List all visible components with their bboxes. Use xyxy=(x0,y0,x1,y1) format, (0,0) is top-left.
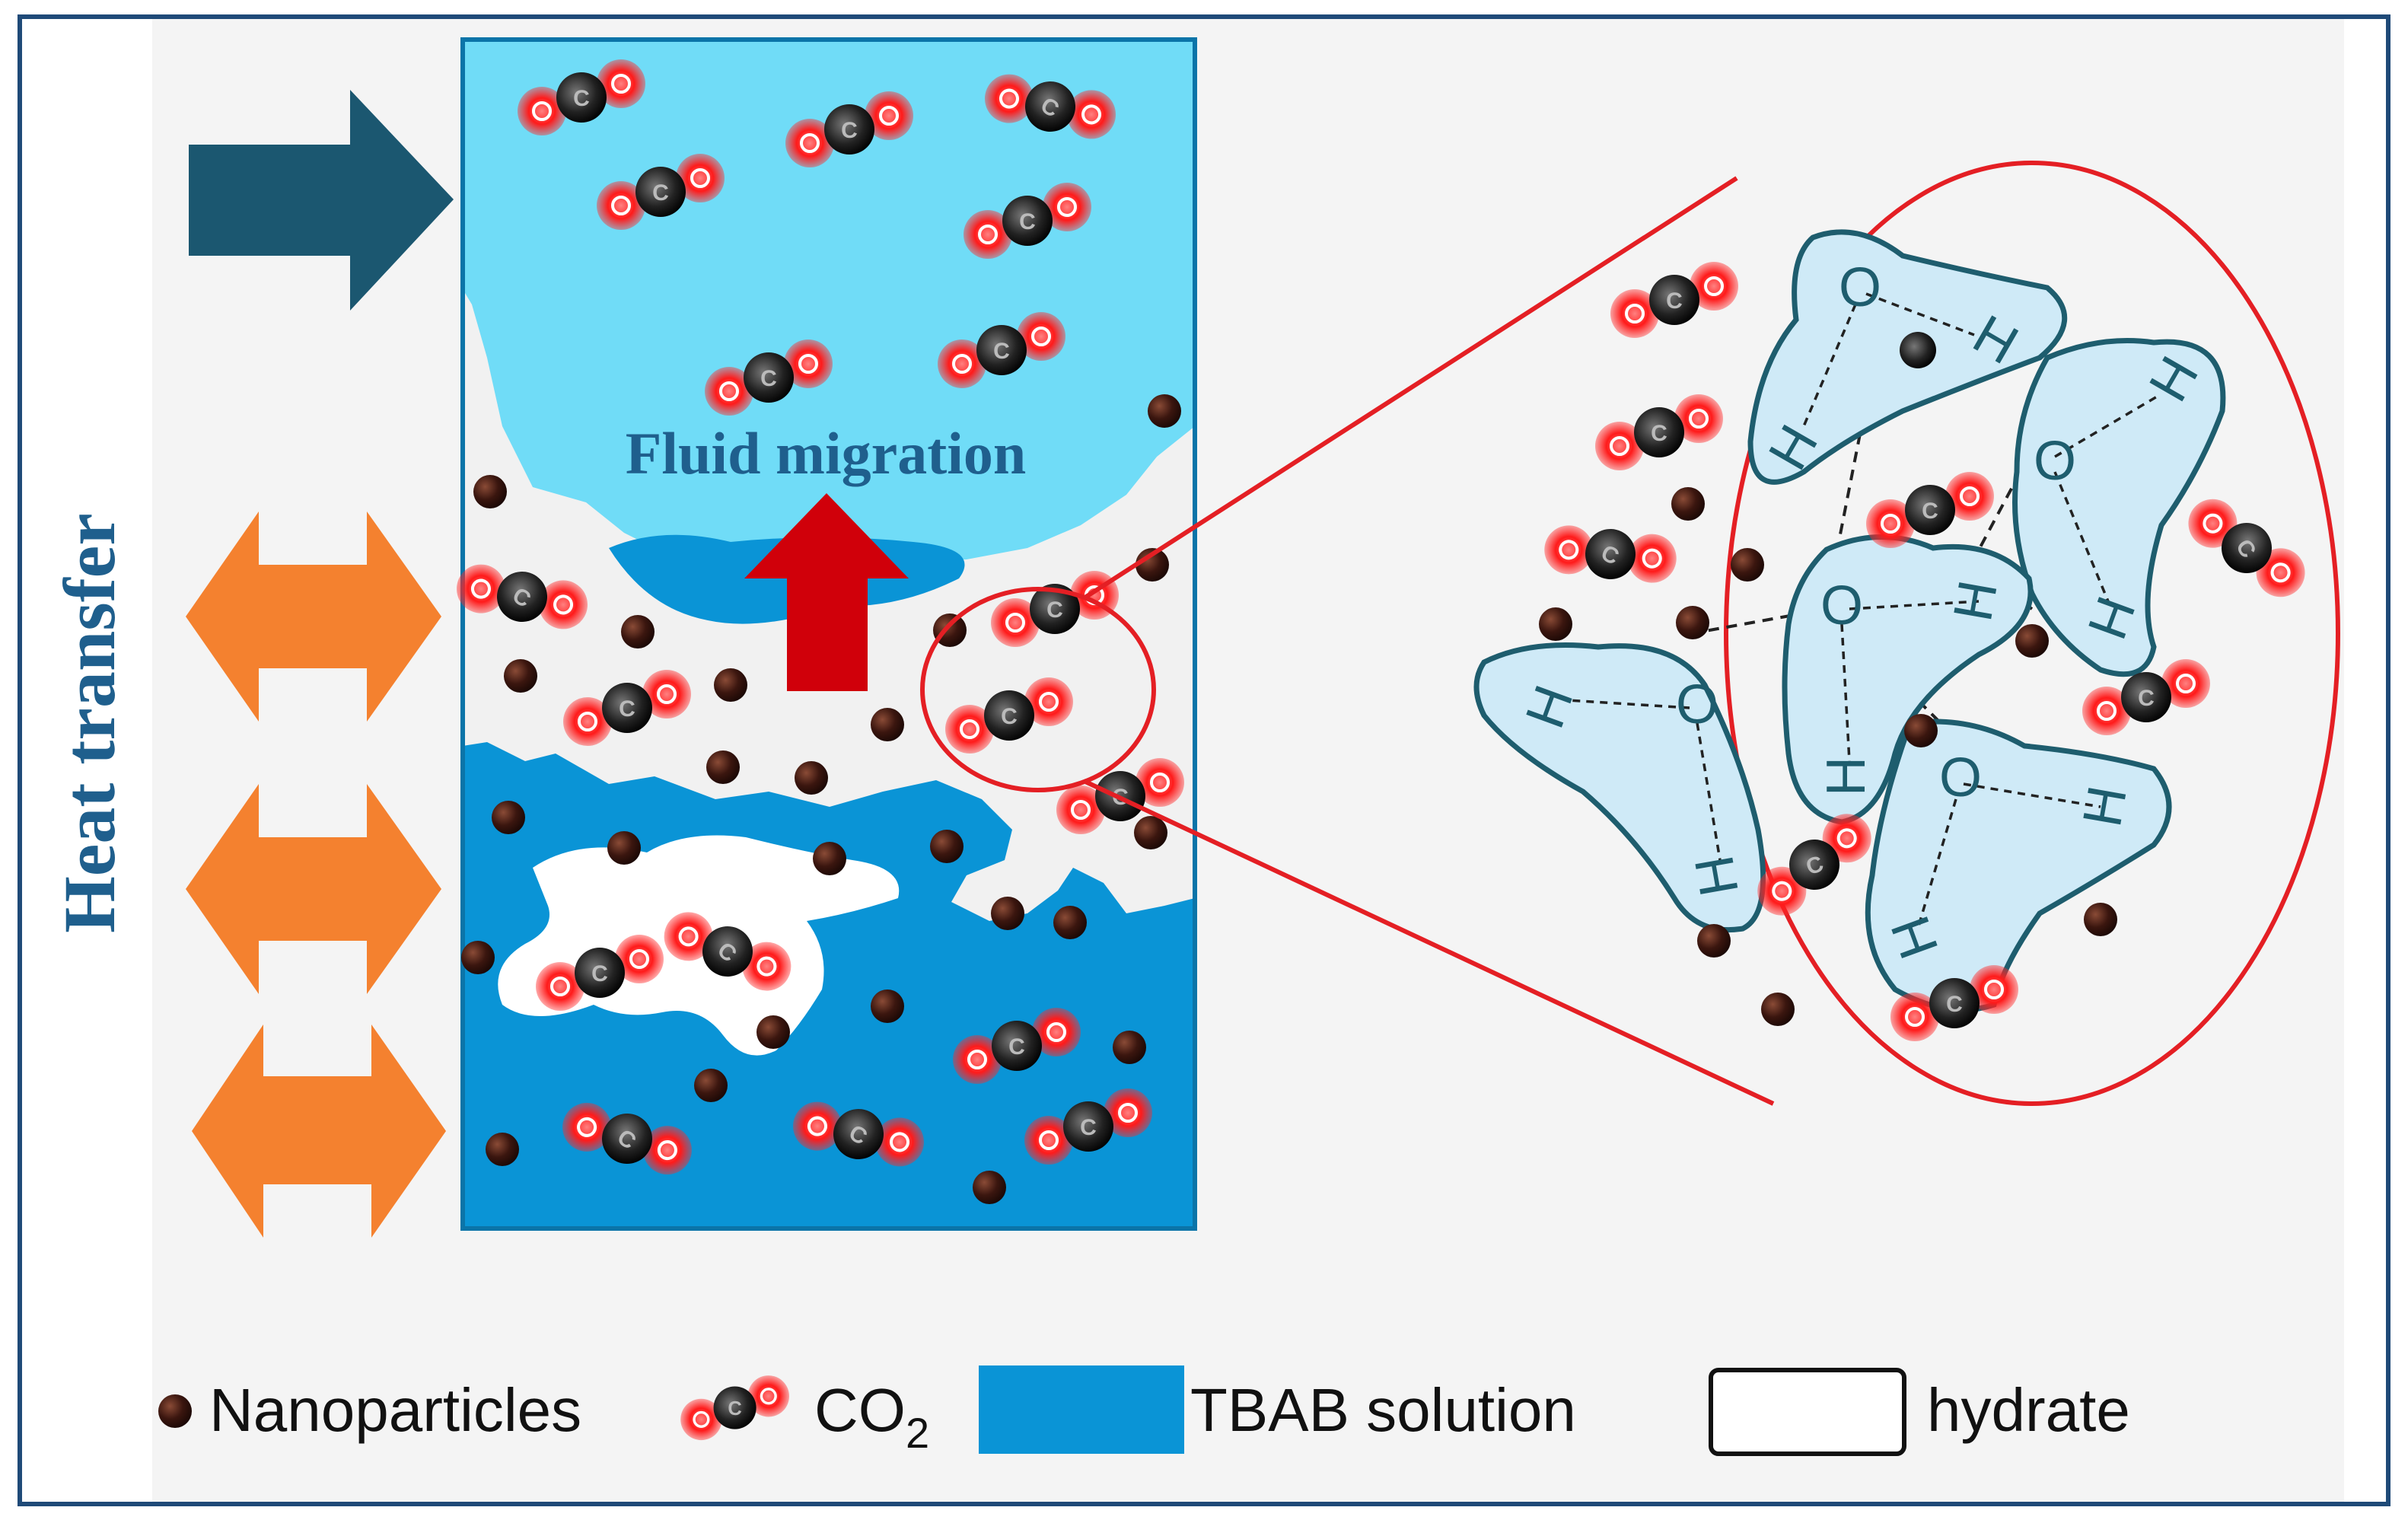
double-arrow-bottom xyxy=(192,1024,446,1238)
legend-co2-label: CO2 xyxy=(814,1376,929,1457)
heat-exchange-arrows xyxy=(186,511,446,1238)
upper-fluid xyxy=(463,40,1195,563)
svg-text:O: O xyxy=(1676,674,1718,735)
water-cell: O H H xyxy=(1473,642,1766,933)
legend-tbab-label: TBAB solution xyxy=(1190,1376,1576,1444)
zoom-line-bottom xyxy=(1082,779,1775,1106)
double-arrow-middle xyxy=(186,784,441,994)
svg-text:O: O xyxy=(2034,431,2076,492)
water-cell: O H H xyxy=(1782,534,2034,825)
legend-hydrate-label: hydrate xyxy=(1927,1376,2130,1444)
svg-text:H: H xyxy=(1816,757,1877,796)
nanoparticle-swatch xyxy=(158,1394,192,1428)
legend: Nanoparticles CO2 TBAB solution hydrate xyxy=(158,1365,2130,1457)
zoom-line-top xyxy=(1082,176,1738,601)
figure-frame xyxy=(18,14,2390,1506)
migration-arrow xyxy=(744,493,909,691)
heat-transfer-label: Heat transfer xyxy=(49,513,130,933)
legend-nanoparticles-label: Nanoparticles xyxy=(209,1376,581,1444)
legend-item-co2: CO2 xyxy=(679,1374,929,1457)
legend-item-nanoparticles: Nanoparticles xyxy=(158,1376,581,1444)
fluid-migration-label: Fluid migration xyxy=(626,420,1027,486)
heat-input-arrow xyxy=(189,90,454,311)
svg-text:O: O xyxy=(1839,257,1881,318)
svg-text:O: O xyxy=(1939,747,1982,808)
water-cell: O H H xyxy=(1865,719,2172,1013)
legend-item-tbab: TBAB solution xyxy=(979,1365,1576,1454)
svg-text:O: O xyxy=(1820,575,1863,636)
double-arrow-top xyxy=(186,511,441,722)
water-cage-detail: O H H O H H O H H O H H xyxy=(1473,229,2317,1043)
legend-item-hydrate: hydrate xyxy=(1709,1368,2130,1456)
zoom-source-circle xyxy=(920,587,1156,792)
hydrate-swatch xyxy=(1709,1368,1906,1456)
tbab-swatch xyxy=(979,1365,1184,1454)
water-cell: O H H xyxy=(2012,338,2226,677)
